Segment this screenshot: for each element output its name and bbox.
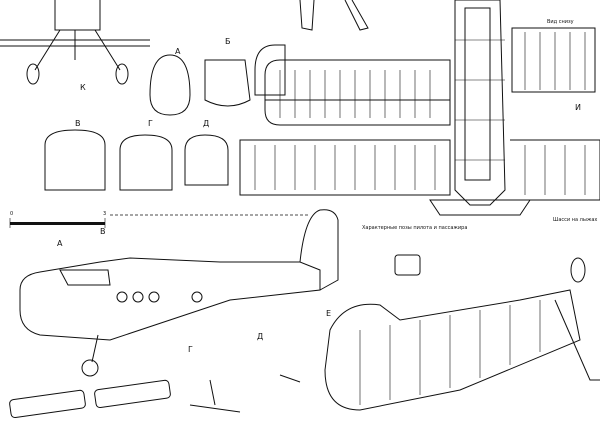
section-label: А	[57, 239, 63, 248]
section-label: Е	[326, 309, 332, 318]
fuselage-sections-row1	[149, 44, 286, 116]
strut-detail	[299, 0, 315, 31]
scale-end: 3	[103, 211, 107, 217]
fuselage-side-view	[19, 209, 339, 377]
scale-start: 0	[10, 211, 14, 217]
fuselage-sections-row2	[44, 129, 229, 191]
ski-note-caption: Шасси на лыжах	[553, 217, 598, 223]
front-view-gear	[0, 0, 150, 85]
section-label: Г	[188, 345, 193, 354]
upper-wing-plan	[264, 27, 596, 126]
section-label: Б	[225, 37, 231, 46]
section-label: В	[75, 119, 81, 128]
section-label: Д	[203, 119, 210, 128]
skis	[9, 374, 301, 419]
prop-blade	[344, 0, 369, 31]
section-label: К	[80, 83, 86, 92]
crew-figure-caption: Характерные позы пилота и пассажира	[362, 225, 468, 231]
section-label: И	[575, 103, 581, 112]
detail-panel	[394, 254, 421, 276]
rear-fuselage-view	[324, 289, 600, 411]
section-label: Д	[257, 332, 264, 341]
section-label: Г	[148, 119, 153, 128]
bottom-view-caption: Вид снизу	[547, 19, 574, 25]
scale-bar	[9, 218, 106, 228]
fuselage-top-view	[429, 0, 586, 283]
lower-wing-plan	[239, 139, 600, 201]
section-label: А	[175, 47, 181, 56]
section-label: В	[100, 227, 106, 236]
